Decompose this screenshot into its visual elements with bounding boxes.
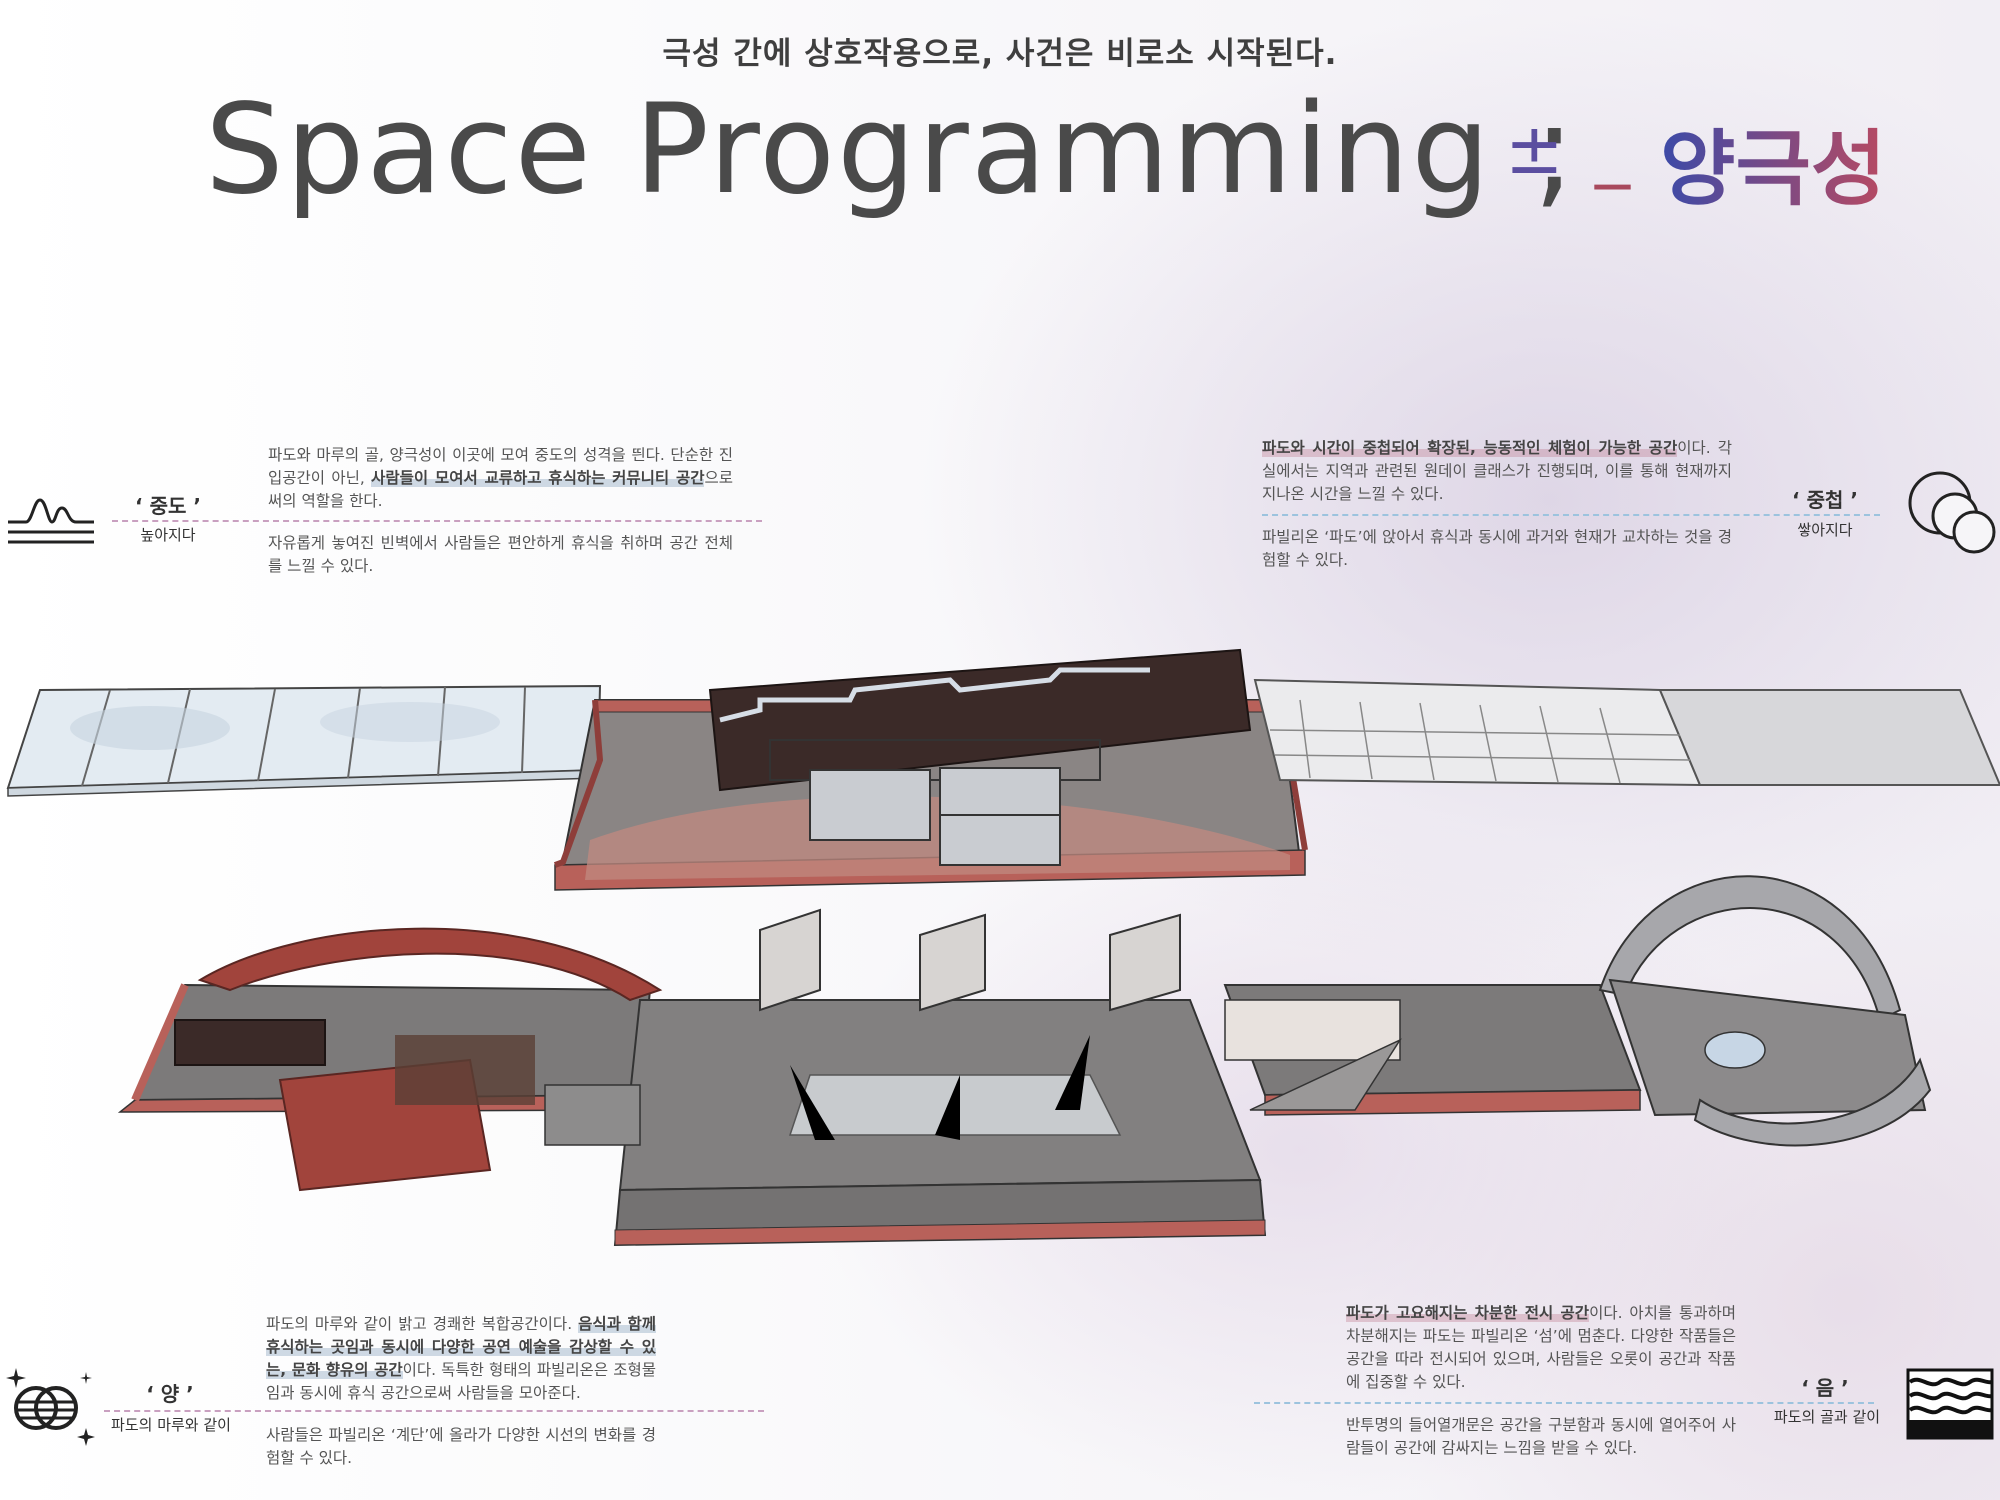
plan-drawing	[6, 648, 2000, 1247]
meaning-jungcheop: 쌓아지다	[1797, 521, 1853, 539]
divider-yang	[104, 1410, 764, 1412]
page-subtitle: 극성 간에 상호작용으로, 사건은 비로소 시작된다.	[662, 36, 1338, 72]
highlight-jungdo: 사람들이 모여서 교류하고 휴식하는 커뮤니티 공간	[371, 469, 705, 487]
wave-rise-icon	[8, 498, 94, 544]
meaning-jungdo: 높아지다	[140, 526, 196, 544]
wave-lines-icon	[1906, 1368, 1994, 1440]
paragraph-yang-1: 파도의 마루와 같이 밝고 경쾌한 복합공간이다. 음식과 함께 휴식하는 곳임…	[266, 1313, 656, 1405]
venn-sparkle-icon	[6, 1368, 95, 1446]
keyword-yang: ‘ 양 ’	[146, 1382, 194, 1406]
divider-jungdo	[112, 520, 762, 522]
plus-minus-symbol: ±	[1505, 108, 1564, 190]
text-jungcheop-1b: 이다. 각 실에서는 지역과 관련된 원데이 클래스가 진행되며, 이를 통해 …	[1262, 439, 1732, 503]
keyword-jungcheop: ‘ 중첩 ’	[1792, 488, 1858, 512]
paragraph-eum-2: 반투명의 들어열개문은 공간을 구분함과 동시에 열어주어 사람들이 공간에 감…	[1346, 1416, 1736, 1457]
paragraph-jungdo-2: 자유롭게 놓여진 빈벽에서 사람들은 편안하게 휴식을 취하며 공간 전체를 느…	[268, 534, 733, 575]
meaning-yang: 파도의 마루와 같이	[111, 1416, 231, 1434]
divider-jungcheop	[1262, 514, 1880, 516]
polarity-title: 양극성	[1660, 102, 1886, 221]
paragraph-jungdo-1: 파도와 마루의 골, 양극성이 이곳에 모여 중도의 성격을 띈다. 단순한 진…	[268, 444, 733, 513]
exhibition-wing	[1223, 875, 1932, 1147]
paragraph-eum-1: 파도가 고요해지는 차분한 전시 공간이다. 아치를 통과하며 차분해지는 파도…	[1346, 1302, 1736, 1394]
highlight-eum: 파도가 고요해지는 차분한 전시 공간	[1346, 1304, 1590, 1322]
glass-corridor	[6, 684, 602, 797]
grid-room	[1253, 678, 2000, 787]
keyword-jungdo: ‘ 중도 ’	[135, 494, 201, 518]
paragraph-jungcheop-2: 파빌리온 ‘파도’에 앉아서 휴식과 동시에 과거와 현재가 교차하는 것을 경…	[1262, 528, 1732, 569]
text-jungdo-1a: 파도와 마루의 골, 양극성이 이곳에 모여 중도의 성격을 띈다. 단순한 진…	[268, 446, 733, 487]
page-title: Space Programming ;	[205, 78, 1578, 222]
meaning-eum: 파도의 골과 같이	[1773, 1408, 1881, 1426]
overlapping-circles-icon	[1908, 471, 1996, 554]
food-hall	[117, 927, 663, 1192]
text-yang-1b: 이다. 독특한 형태의 파빌리온은 조형물임과 동시에 휴식 공간으로써 사람들…	[266, 1361, 656, 1402]
underscore-symbol: _	[1595, 108, 1630, 190]
text-eum-1b: 이다. 아치를 통과하며 차분해지는 파도는 파빌리온 ‘섬’에 멈춘다. 다양…	[1346, 1304, 1736, 1391]
upper-pavilion	[553, 648, 1308, 891]
text-jungdo-1b: 으로써의 역할을 한다.	[268, 469, 733, 510]
keyword-eum: ‘ 음 ’	[1801, 1376, 1849, 1400]
paragraph-yang-2: 사람들은 파빌리온 ‘계단’에 올라가 다양한 시선의 변화를 경험할 수 있다…	[266, 1426, 656, 1467]
central-plaza	[544, 908, 1267, 1247]
text-yang-1a: 파도의 마루와 같이 밝고 경쾌한 복합공간이다.	[266, 1315, 579, 1333]
highlight-jungcheop: 파도와 시간이 중첩되어 확장된, 능동적인 체험이 가능한 공간	[1262, 439, 1678, 457]
paragraph-jungcheop-1: 파도와 시간이 중첩되어 확장된, 능동적인 체험이 가능한 공간이다. 각 실…	[1262, 437, 1732, 506]
divider-eum	[1254, 1402, 1874, 1404]
